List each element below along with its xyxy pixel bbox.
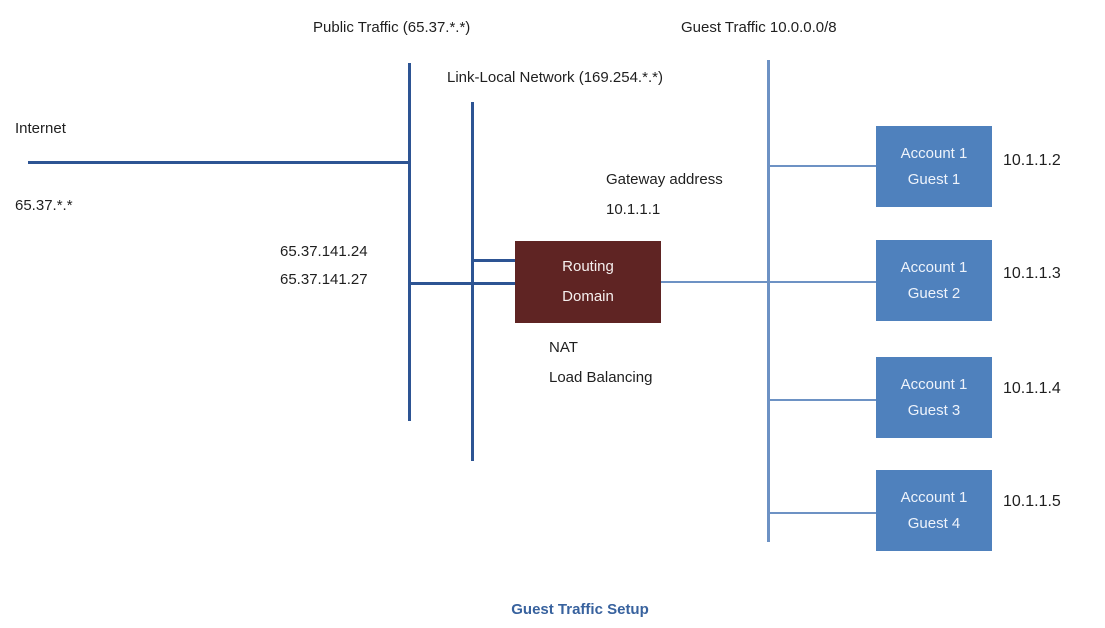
gateway-address-label: Gateway address [606, 171, 723, 188]
load-balancing-feature-label: Load Balancing [549, 369, 653, 386]
guest4-ip-label: 10.1.1.5 [1003, 493, 1061, 510]
link-local-bus-line [471, 102, 474, 461]
nat-ip2-label: 65.37.141.27 [280, 271, 368, 288]
nat-ip1-label: 65.37.141.24 [280, 243, 368, 260]
nat-feature-label: NAT [549, 339, 578, 356]
routing-domain-node: Routing Domain [515, 241, 661, 323]
guest1-ip-label: 10.1.1.2 [1003, 152, 1061, 169]
guest2-guest-label: Guest 2 [907, 284, 961, 302]
public-traffic-bus-line [408, 63, 411, 421]
guest2-account-label: Account 1 [900, 258, 968, 276]
guest4-account-label: Account 1 [900, 488, 968, 506]
guest1-guest-label: Guest 1 [907, 170, 961, 188]
guest3-guest-label: Guest 3 [907, 401, 961, 419]
guest2-node: Account 1 Guest 2 [876, 240, 992, 321]
bus-to-guest4-line [769, 512, 876, 514]
guest-traffic-bus-line [767, 60, 770, 542]
guest3-account-label: Account 1 [900, 375, 968, 393]
gateway-ip-label: 10.1.1.1 [606, 201, 661, 218]
public-traffic-label: Public Traffic (65.37.*.*) [313, 19, 471, 36]
public-range-label: 65.37.*.* [15, 197, 73, 214]
guest3-node: Account 1 Guest 3 [876, 357, 992, 438]
guest-traffic-label: Guest Traffic 10.0.0.0/8 [681, 19, 837, 36]
guest3-ip-label: 10.1.1.4 [1003, 380, 1061, 397]
linklocal-to-routing-line [473, 259, 515, 262]
guest2-ip-label: 10.1.1.3 [1003, 265, 1061, 282]
internet-label: Internet [15, 120, 66, 137]
diagram-caption: Guest Traffic Setup [511, 601, 649, 618]
link-local-label: Link-Local Network (169.254.*.*) [447, 69, 663, 86]
routing-domain-label-line1: Routing [562, 258, 614, 275]
bus-to-guest3-line [769, 399, 876, 401]
public-to-routing-line [408, 282, 515, 285]
guest1-node: Account 1 Guest 1 [876, 126, 992, 207]
bus-to-guest1-line [769, 165, 876, 167]
guest4-node: Account 1 Guest 4 [876, 470, 992, 551]
routing-domain-label-line2: Domain [562, 288, 614, 305]
guest4-guest-label: Guest 4 [907, 514, 961, 532]
internet-link-line [28, 161, 409, 164]
guest1-account-label: Account 1 [900, 144, 968, 162]
routing-to-guest2-line [661, 281, 876, 283]
